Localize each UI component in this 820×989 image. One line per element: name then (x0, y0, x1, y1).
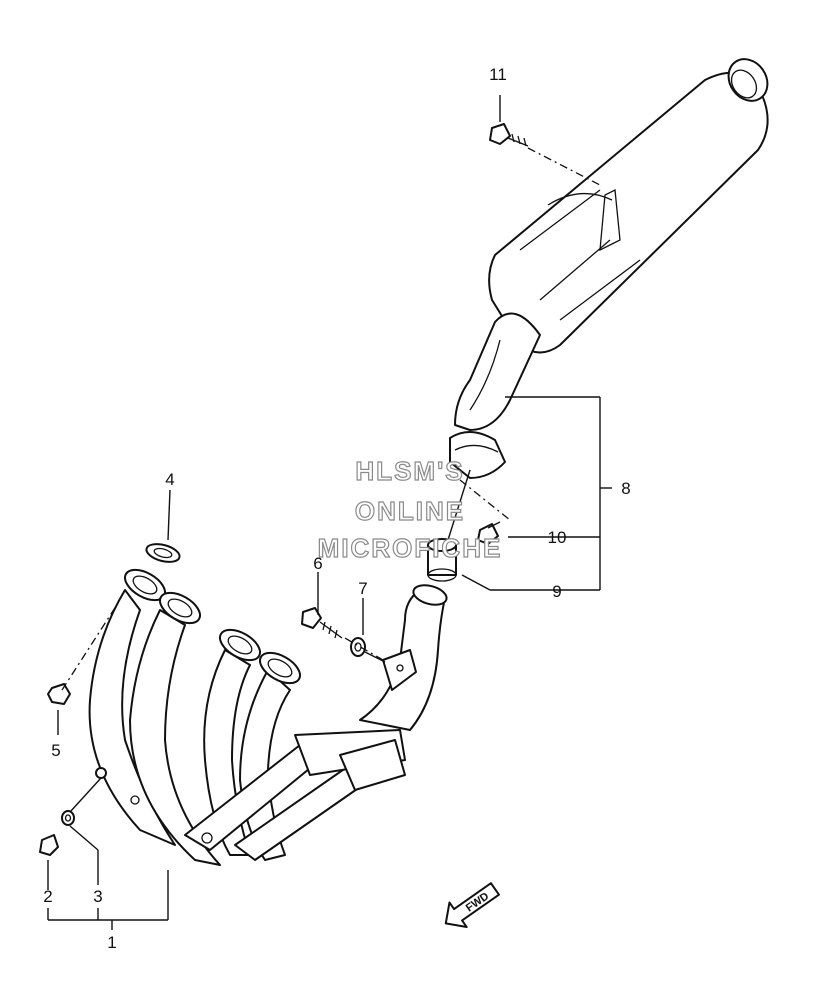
callout-9: 9 (552, 582, 561, 601)
callout-1: 1 (107, 933, 116, 952)
watermark-line-3: MICROFICHE (318, 533, 503, 563)
gasket-4 (145, 543, 181, 563)
bolt-6 (301, 607, 343, 639)
washer-7 (350, 637, 366, 657)
exhaust-header-assembly (88, 568, 448, 866)
callout-3: 3 (93, 887, 102, 906)
callout-11: 11 (489, 65, 507, 84)
callout-8: 8 (621, 479, 630, 498)
washer-3 (61, 810, 75, 826)
callout-2: 2 (43, 887, 52, 906)
bolt-11 (489, 123, 529, 147)
callout-10: 10 (548, 528, 567, 547)
gasket-sleeve (427, 538, 457, 582)
callout-numbers: 1 2 3 4 5 6 7 8 9 10 11 (43, 65, 630, 952)
callout-4: 4 (165, 470, 174, 489)
watermark: HLSM'S ONLINE MICROFICHE (317, 455, 503, 563)
callout-6: 6 (313, 554, 322, 573)
watermark-line-1: HLSM'S (355, 456, 464, 486)
muffler (449, 58, 769, 479)
bolt-2 (39, 834, 59, 856)
bolt-10 (477, 521, 501, 545)
washer-1a (95, 767, 107, 779)
leader-lines (47, 95, 612, 930)
forward-arrow-icon: FWD (444, 882, 500, 929)
callout-7: 7 (358, 579, 367, 598)
nut-5 (47, 683, 71, 705)
callout-5: 5 (51, 741, 60, 760)
watermark-line-2: ONLINE (355, 496, 465, 526)
